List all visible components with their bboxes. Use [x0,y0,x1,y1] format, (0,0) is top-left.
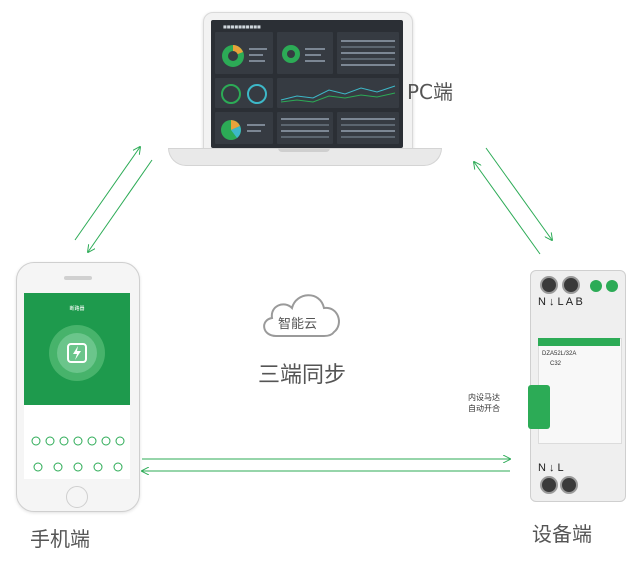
breaker-model: DZA52L/32A [542,351,577,357]
laptop-notch [278,148,330,152]
dashboard-line-chart [277,78,399,108]
phone-function-row [31,436,125,446]
bottom-terminal-labels: N ↓ L [538,462,564,474]
dashboard-title: ■■■■■■■■■■ [223,24,261,29]
phone-label: 手机端 [30,527,90,551]
phone-home-button [66,486,88,508]
dashboard-panel [337,32,399,74]
terminal-screw [540,476,558,494]
dashboard-table [337,112,399,144]
terminal-screw [560,476,578,494]
phone-tab-bar [33,462,123,472]
dashboard-gauges [215,78,273,108]
terminal-screw [540,276,558,294]
top-terminal-labels: N ↓ L A B [538,296,583,308]
phone-app-screen: 断路器 [24,293,130,479]
breaker-switch-handle [528,385,550,429]
cloud-label: 智能云 [278,317,318,332]
dashboard-table [277,112,333,144]
sync-label: 三端同步 [258,363,347,388]
dashboard-panel [215,32,273,74]
terminal-screw-green [606,280,618,292]
dashboard-panel [277,32,333,74]
pc-dashboard-screen: ■■■■■■■■■■ [211,20,403,148]
cloud-icon [263,294,340,337]
dashboard-panel [215,112,273,144]
device-label: 设备端 [532,522,592,546]
breaker-rating: C32 [550,361,562,367]
device-note-line2: 自动开合 [468,404,500,413]
terminal-screw [562,276,580,294]
phone-speaker [64,276,92,280]
breaker-front-panel [538,338,622,444]
phone-app-header: 断路器 [24,293,130,405]
breaker-status-icon [49,325,105,381]
terminal-screw-green [590,280,602,292]
pc-label: PC端 [407,80,454,104]
breaker-green-stripe [538,338,620,346]
phone-app-title: 断路器 [69,306,85,312]
device-note-line1: 内设马达 [468,393,500,402]
